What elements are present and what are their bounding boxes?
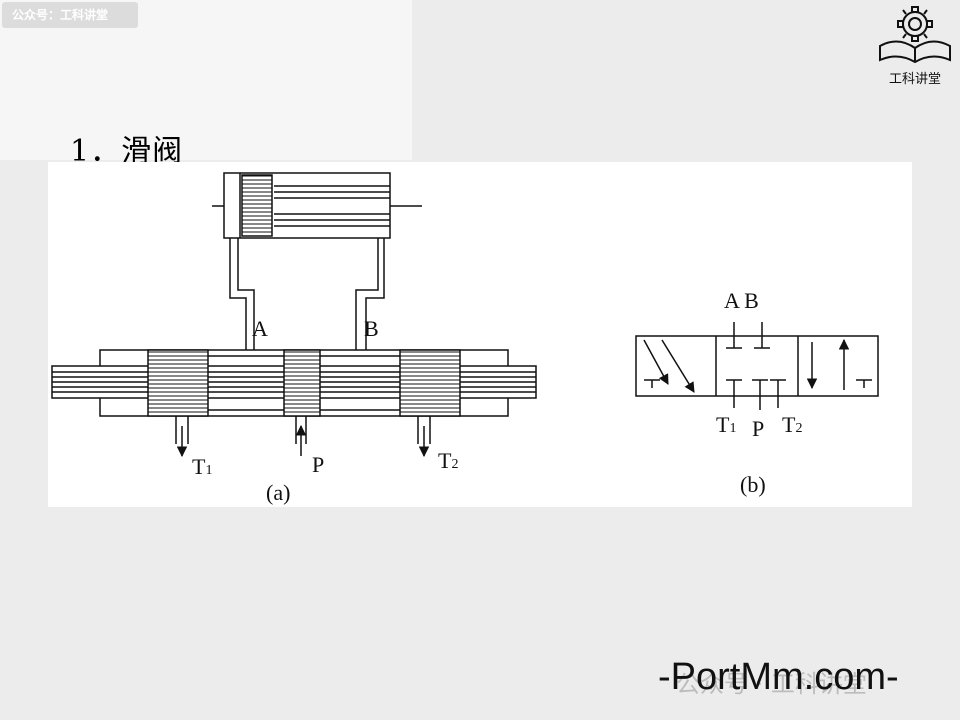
flow-arrows-a	[176, 424, 430, 458]
watermark-tag: 公众号：工科讲堂	[2, 2, 138, 28]
footer-watermark: 公众号 · 工科讲堂	[676, 670, 867, 698]
port-t1-label: T1	[192, 454, 212, 479]
symbol-t2-label: T2	[782, 412, 802, 437]
symbol-p-label: P	[752, 416, 764, 441]
port-t2-label: T2	[438, 448, 458, 473]
spool-valve-diagram: A B T1 P T2 (a)	[51, 172, 879, 505]
caption-a: (a)	[266, 480, 290, 505]
gear-book-icon	[879, 6, 951, 64]
logo-text: 工科讲堂	[888, 72, 941, 87]
logo: 工科讲堂	[874, 2, 956, 90]
spool-valve-figure: A B T1 P T2 (a)	[48, 162, 912, 507]
caption-b: (b)	[740, 472, 766, 497]
port-lines	[229, 238, 385, 350]
spool-valve-body	[51, 349, 537, 444]
symbol-t1-label: T1	[716, 412, 736, 437]
port-p-label: P	[312, 452, 324, 477]
port-b-label: B	[364, 316, 379, 341]
valve-symbol	[635, 322, 879, 410]
symbol-ab-label: A B	[724, 288, 759, 313]
actuator-cylinder	[212, 172, 422, 239]
port-a-label: A	[252, 316, 268, 341]
footer-site-text: -PortMm.com-	[658, 656, 899, 698]
